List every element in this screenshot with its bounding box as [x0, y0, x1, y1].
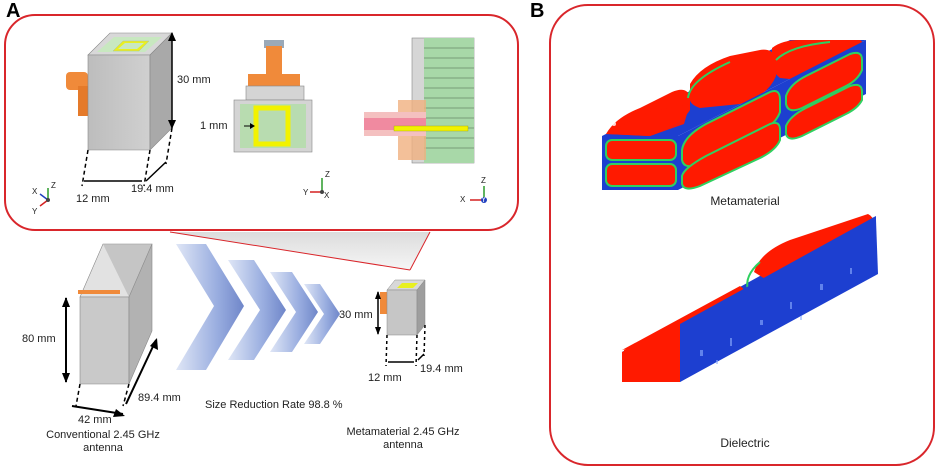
inset-side-view — [364, 37, 475, 164]
inset-side-axis-x: X — [460, 195, 466, 204]
metamaterial-depth-dim: 12 mm — [368, 372, 402, 384]
dielectric-field-block — [622, 214, 878, 382]
conventional-antenna — [62, 243, 158, 417]
metamaterial-caption-line1: Metamaterial 2.45 GHz — [346, 426, 460, 438]
conventional-caption-line1: Conventional 2.45 GHz — [46, 429, 160, 441]
metamaterial-width-dim: 19.4 mm — [420, 363, 463, 375]
inset-front-axis-x: X — [324, 191, 330, 200]
inset-height-dim: 30 mm — [177, 74, 211, 86]
panel-b-label: B — [530, 0, 545, 22]
reduction-chevrons — [176, 244, 340, 370]
conventional-caption-line2: antenna — [83, 442, 123, 454]
inset-gap-dim: 1 mm — [200, 120, 228, 132]
inset-iso-antenna — [66, 32, 176, 187]
metamaterial-field-label: Metamaterial — [710, 194, 780, 208]
inset-iso-axis-z: Z — [51, 181, 56, 190]
inset-iso-axis-y: Y — [32, 207, 38, 216]
inset-axes-front — [310, 178, 324, 194]
inset-axes-iso — [39, 188, 50, 207]
conventional-height-dim: 80 mm — [22, 333, 56, 345]
inset-side-axis-y: Y — [481, 195, 487, 204]
inset-side-axis-z: Z — [481, 176, 486, 185]
size-reduction-label: Size Reduction Rate 98.8 % — [205, 399, 343, 411]
zoom-line — [409, 231, 431, 271]
inset-axes-side — [470, 186, 487, 203]
metamaterial-height-dim: 30 mm — [339, 309, 373, 321]
metamaterial-caption-line2: antenna — [383, 439, 423, 451]
inset-front-view — [233, 40, 313, 153]
conventional-width-dim: 89.4 mm — [138, 392, 181, 404]
dielectric-field-label: Dielectric — [720, 436, 770, 450]
inset-front-axis-z: Z — [325, 170, 330, 179]
inset-depth-dim: 12 mm — [76, 193, 110, 205]
zoom-line — [169, 231, 411, 271]
inset-iso-axis-x: X — [32, 187, 38, 196]
small-metamaterial-antenna — [375, 279, 426, 367]
metamaterial-field-block — [602, 40, 866, 190]
panel-a-label: A — [6, 0, 21, 22]
inset-width-dim: 19.4 mm — [131, 183, 174, 195]
zoom-wedge — [170, 232, 430, 270]
inset-front-axis-y: Y — [303, 188, 309, 197]
conventional-depth-dim: 42 mm — [78, 414, 112, 426]
